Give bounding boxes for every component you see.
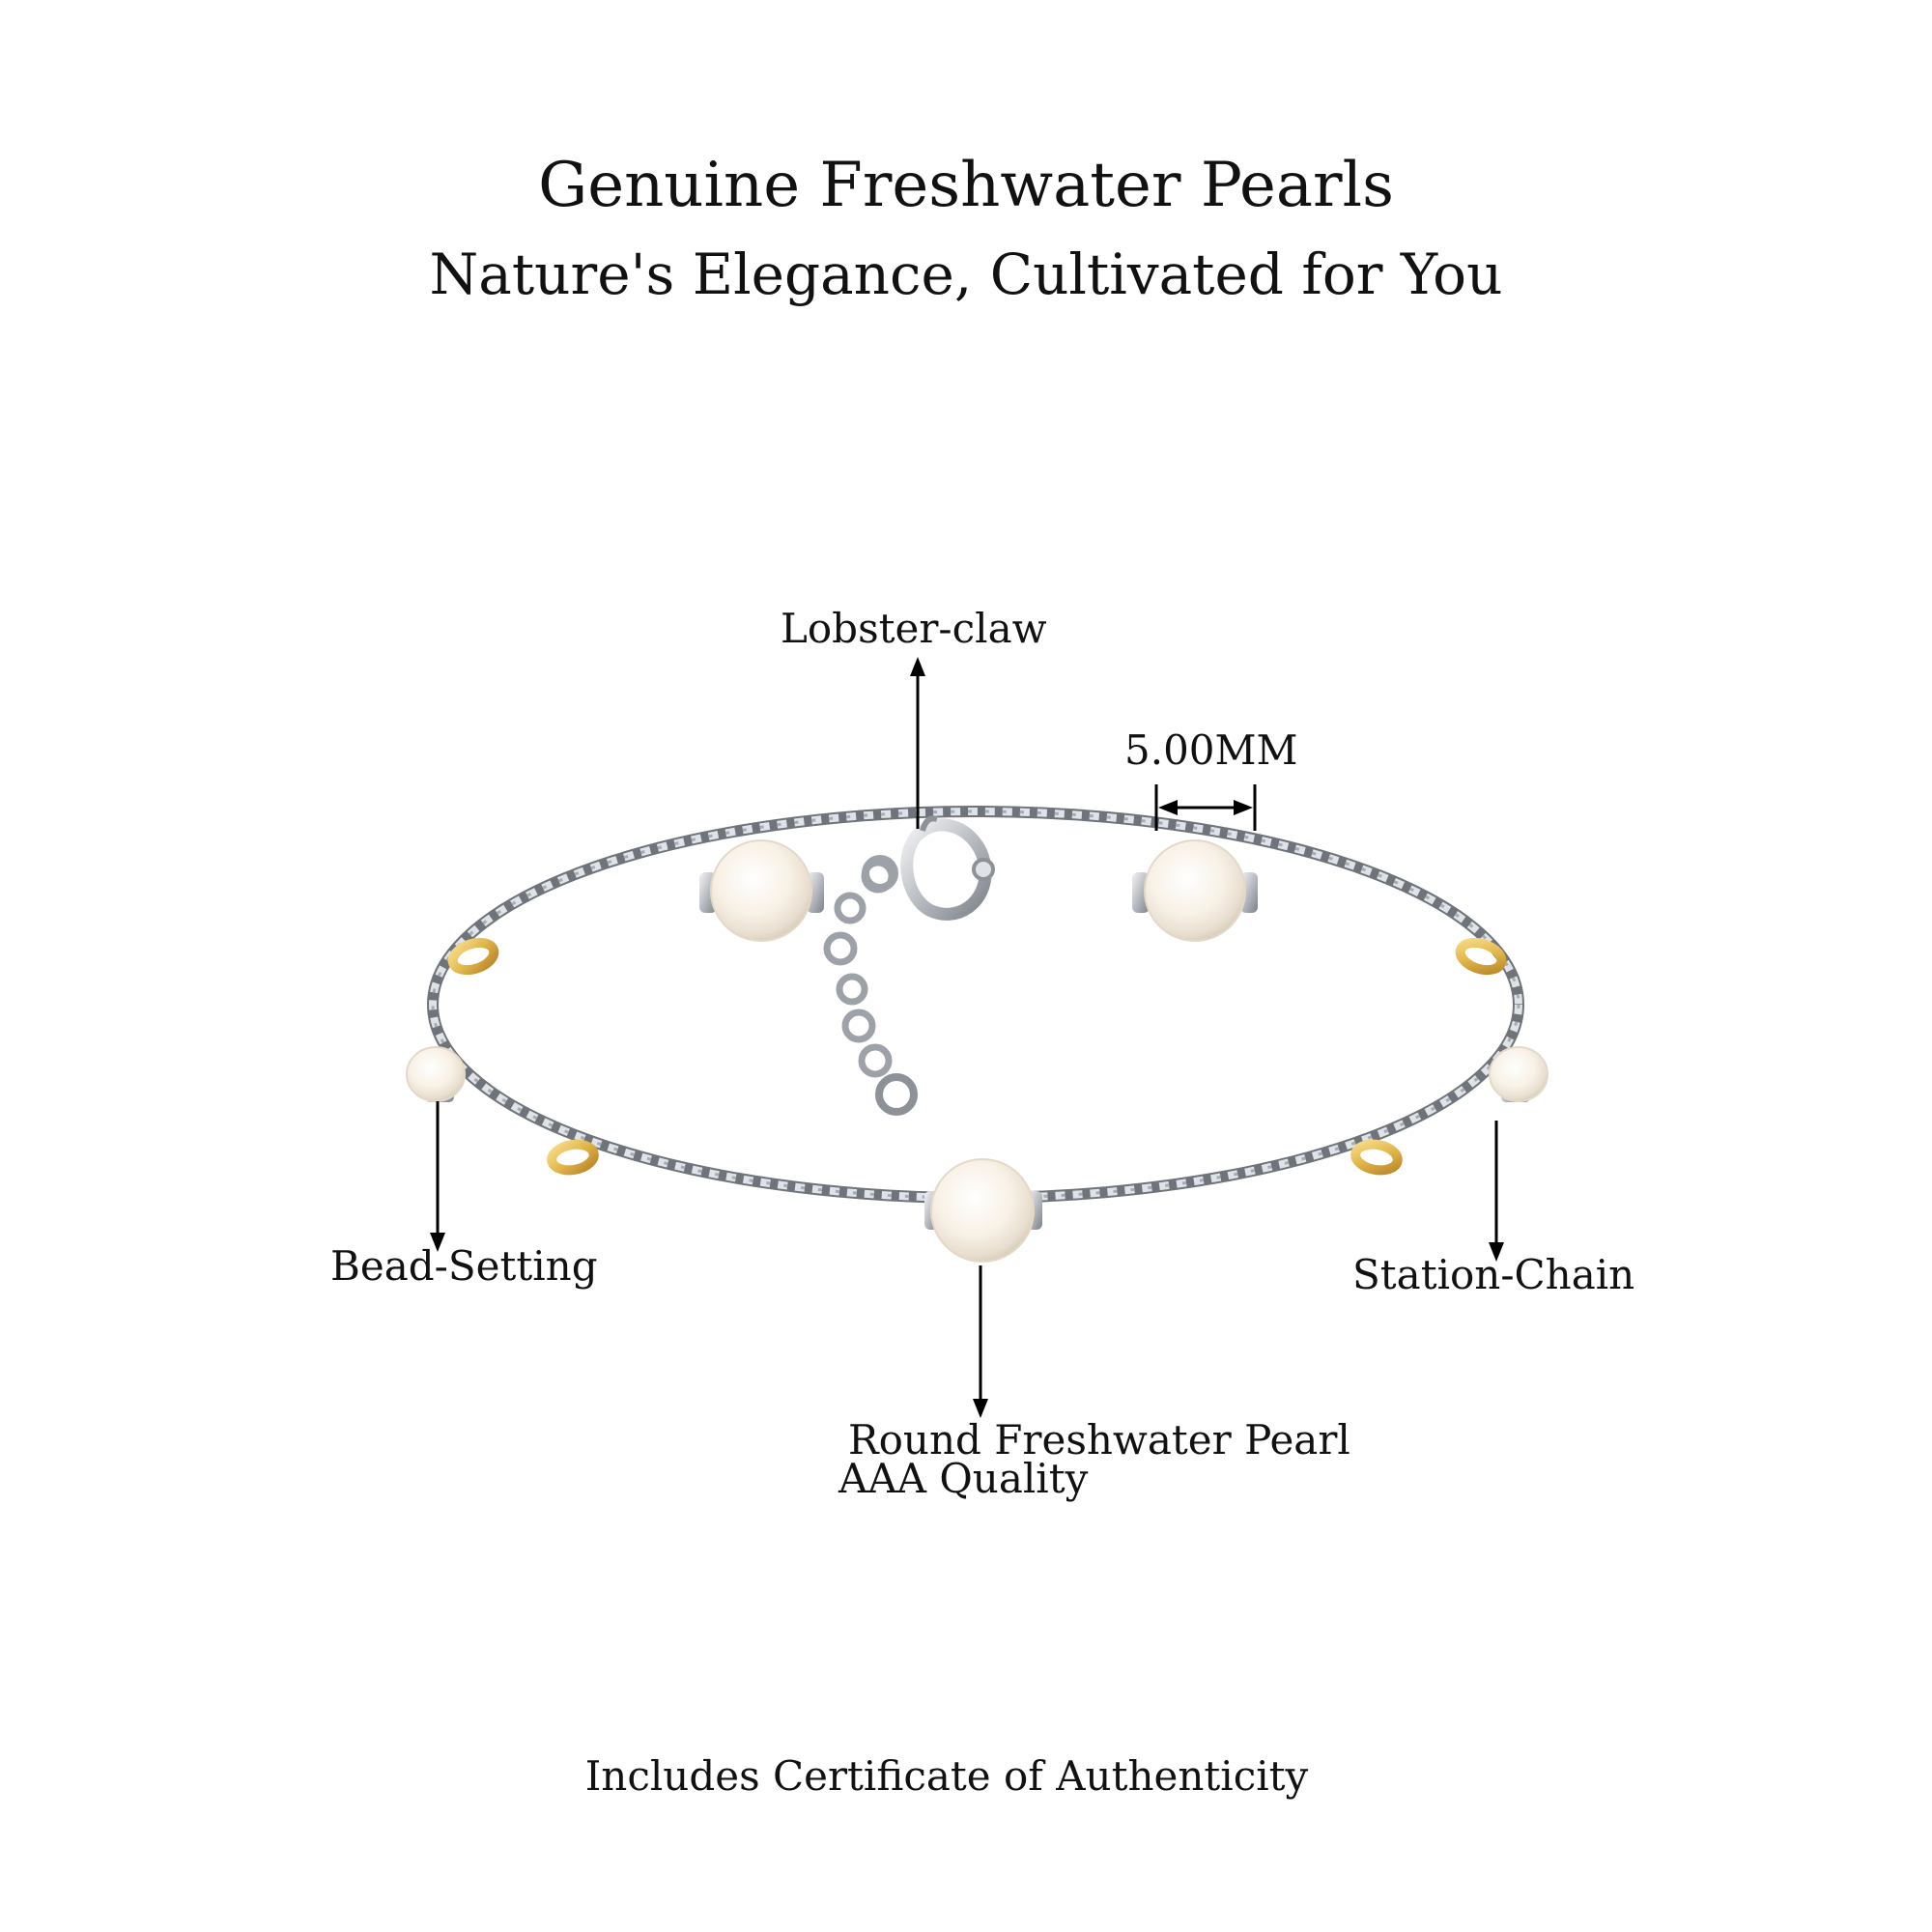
arrow-icon xyxy=(1489,1121,1504,1262)
arrow-icon xyxy=(430,1101,445,1252)
pearl-type-label: Round Freshwater Pearl xyxy=(848,1416,1350,1463)
lobster-claw-clasp xyxy=(862,815,995,921)
pearl-size-label: 5.00MM xyxy=(1124,726,1298,774)
dimension-arrow-icon xyxy=(1154,784,1257,831)
certificate-note: Includes Certificate of Authenticity xyxy=(584,1752,1309,1800)
pearl-top-left xyxy=(699,839,824,942)
pearl-stations xyxy=(406,839,1548,1263)
page-subtitle: Nature's Elegance, Cultivated for You xyxy=(429,242,1503,307)
lobster-claw-label: Lobster-claw xyxy=(781,605,1047,652)
page-title: Genuine Freshwater Pearls xyxy=(538,150,1394,221)
gold-stations xyxy=(447,937,1507,1176)
pearl-top-right xyxy=(1132,839,1258,942)
bead-setting-label: Bead-Setting xyxy=(330,1242,598,1290)
pearl-quality-label: AAA Quality xyxy=(838,1455,1089,1502)
arrow-icon xyxy=(973,1265,988,1418)
extension-chain xyxy=(823,859,918,1116)
pearl-left xyxy=(406,1046,466,1102)
arrow-icon xyxy=(910,657,925,829)
pearl-right xyxy=(1489,1046,1548,1102)
pearl-bottom xyxy=(924,1158,1042,1263)
station-chain-label: Station-Chain xyxy=(1352,1251,1635,1298)
callout-arrows xyxy=(430,657,1504,1418)
